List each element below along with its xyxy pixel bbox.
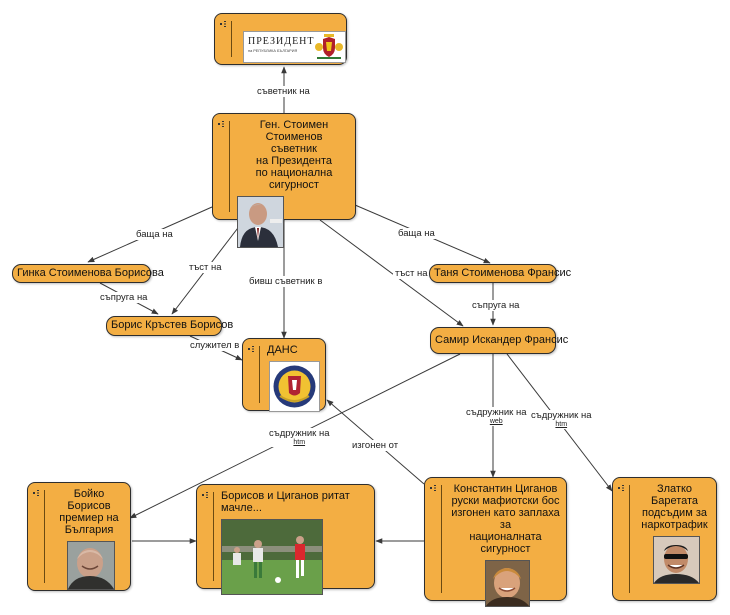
node-label: Бойко Борисов премиер на България xyxy=(59,488,119,536)
node-tanya[interactable]: Таня Стоименова Франсис xyxy=(429,264,571,283)
edge-label-father-of-tanya: баща на xyxy=(396,228,437,239)
node-label: Борисов и Циганов ритат мачле... xyxy=(221,490,350,514)
edge-label-former-advisor: бивш съветник в xyxy=(247,276,325,287)
edge-label-advisor-of: съветник на xyxy=(255,86,312,97)
president-logo-title: ПРЕЗИДЕНТ xyxy=(248,36,315,47)
node-grip-icon[interactable] xyxy=(618,485,626,493)
edge-label-expelled-from: изгонен от xyxy=(350,440,401,451)
edge-label-text: съдружник на xyxy=(466,407,527,418)
edge-father-in-law-samir xyxy=(319,219,464,327)
edge-label-text: съдружник на xyxy=(269,428,330,439)
portrait-photo xyxy=(485,560,530,607)
node-stoimenov[interactable]: Ген. Стоимен Стоименов съветник на Прези… xyxy=(212,113,356,248)
edge-label-employee-in: служител в xyxy=(188,340,242,351)
node-grip-icon[interactable] xyxy=(33,490,41,498)
node-label: Константин Циганов руски мафиотски бос и… xyxy=(451,483,560,555)
dans-emblem xyxy=(269,361,320,412)
portrait-photo xyxy=(237,196,284,248)
edge-label-wife-of-boris: съпруга на xyxy=(98,292,150,303)
edge-label-father-in-law-boris: тъст на xyxy=(187,262,224,273)
edge-link-htm[interactable]: htm xyxy=(555,421,568,428)
edge-label-father-in-law-samir: тъст на xyxy=(393,268,430,279)
node-boyko[interactable]: Бойко Борисов премиер на България xyxy=(27,482,131,591)
portrait-photo xyxy=(653,536,700,584)
match-photo xyxy=(221,519,323,595)
node-grip-icon[interactable] xyxy=(430,485,438,493)
node-match[interactable]: Борисов и Циганов ритат мачле... xyxy=(196,484,375,595)
edge-label-associate-boyko: съдружник на htm xyxy=(267,428,332,447)
node-tsiganov[interactable]: Константин Циганов руски мафиотски бос и… xyxy=(424,477,567,607)
edge-label-associate-zlatko: съдружник на htm xyxy=(529,410,594,429)
node-label: ДАНС xyxy=(267,344,298,356)
president-logo: ПРЕЗИДЕНТ на РЕПУБЛИКА БЪЛГАРИЯ xyxy=(243,31,346,63)
node-grip-icon[interactable] xyxy=(220,21,228,29)
edge-label-associate-tsiganov: съдружник на web xyxy=(464,407,529,426)
president-logo-subtitle: на РЕПУБЛИКА БЪЛГАРИЯ xyxy=(248,49,298,53)
node-ginka[interactable]: Гинка Стоименова Борисова xyxy=(12,264,164,283)
node-president[interactable]: ПРЕЗИДЕНТ на РЕПУБЛИКА БЪЛГАРИЯ xyxy=(214,13,347,65)
node-boris-borisov[interactable]: Борис Кръстев Борисов xyxy=(106,316,233,336)
node-zlatko[interactable]: Златко Баретата подсъдим за наркотрафик xyxy=(612,477,717,601)
dans-emblem-icon xyxy=(273,365,316,408)
node-grip-icon[interactable] xyxy=(202,492,210,500)
portrait-photo xyxy=(67,541,115,590)
node-samir[interactable]: Самир Искандер Франсис xyxy=(430,327,568,354)
edge-label-text: съдружник на xyxy=(531,410,592,421)
edge-label-wife-of-samir: съпруга на xyxy=(470,300,522,311)
node-grip-icon[interactable] xyxy=(218,121,226,129)
edge-link-htm[interactable]: htm xyxy=(293,439,306,446)
node-label: Златко Баретата подсъдим за наркотрафик xyxy=(641,483,708,531)
node-label: Ген. Стоимен Стоименов съветник на Прези… xyxy=(255,119,333,191)
node-grip-icon[interactable] xyxy=(248,346,256,354)
coat-of-arms-icon xyxy=(315,34,343,59)
node-dans[interactable]: ДАНС xyxy=(242,338,326,412)
edge-link-web[interactable]: web xyxy=(489,418,503,425)
edge-label-father-of-ginka: баща на xyxy=(134,229,175,240)
